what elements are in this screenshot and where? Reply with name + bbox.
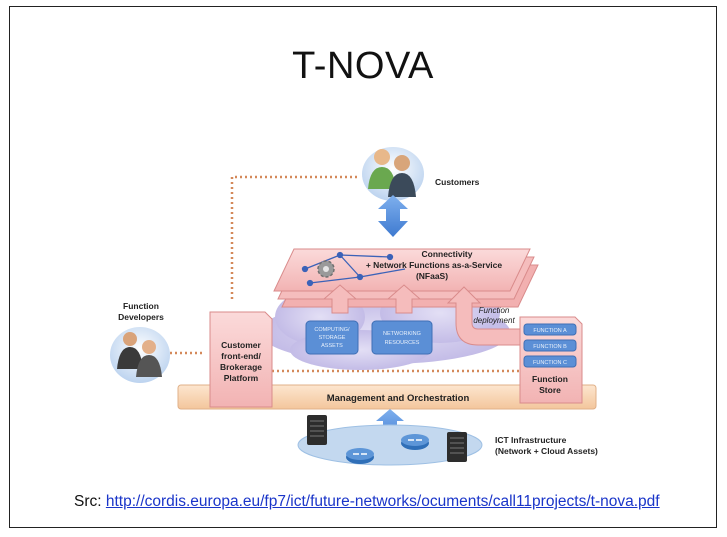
function-developers-label-1: Function: [123, 301, 159, 311]
networking-resources-box: [371, 320, 433, 355]
function-store-label-1: Function: [532, 374, 568, 384]
router-icon-2: [401, 434, 429, 450]
frontend-label-1: Customer: [221, 340, 261, 350]
customers-arrow: [378, 195, 408, 237]
dotted-connectors: [170, 175, 520, 373]
gear-icon: [317, 260, 335, 278]
computing-assets-box: [305, 320, 359, 355]
frontend-label-3: Brokerage: [220, 362, 262, 372]
computing-label-3: ASSETS: [321, 343, 343, 349]
slide: T-NOVA: [9, 6, 717, 528]
function-a-label: FUNCTION A: [533, 328, 567, 334]
networking-label-2: RESOURCES: [385, 340, 420, 346]
networking-label-1: NETWORKING: [383, 331, 421, 337]
customers-label: Customers: [435, 177, 480, 187]
function-deployment-label-1: Function: [479, 306, 510, 315]
frontend-platform: Customer front-end/ Brokerage Platform: [209, 311, 273, 408]
up-arrows: [322, 284, 422, 314]
source-line: Src: http://cordis.europa.eu/fp7/ict/fut…: [74, 493, 660, 511]
function-b-box: [523, 339, 577, 352]
function-deployment-label-2: deployment: [473, 316, 515, 325]
server-icon-2: [447, 432, 467, 462]
management-label: Management and Orchestration: [327, 393, 470, 404]
connectivity-label-2: + Network Functions as-a-Service: [366, 260, 503, 270]
function-c-box: [523, 355, 577, 368]
ict-label-1: ICT Infrastructure: [495, 435, 567, 445]
source-link[interactable]: http://cordis.europa.eu/fp7/ict/future-n…: [105, 493, 660, 510]
customers-icon: [362, 147, 424, 201]
ict-label-2: (Network + Cloud Assets): [495, 446, 598, 456]
connectivity-label-3: (NFaaS): [416, 271, 448, 281]
function-developers-label-2: Developers: [118, 312, 164, 322]
function-c-label: FUNCTION C: [533, 360, 567, 366]
source-prefix: Src:: [74, 493, 106, 510]
function-a-box: [523, 323, 577, 336]
slide-title: T-NOVA: [292, 45, 434, 87]
function-b-label: FUNCTION B: [533, 344, 567, 350]
frontend-label-2: front-end/: [221, 351, 261, 361]
management-bar: [177, 384, 597, 410]
computing-label-2: STORAGE: [319, 335, 346, 341]
function-store: FUNCTION A FUNCTION B FUNCTION C Functio…: [519, 316, 583, 404]
function-deployment-arrow: [446, 286, 523, 346]
ict-infrastructure: [297, 415, 483, 466]
router-icon: [346, 448, 374, 464]
computing-label-1: COMPUTING/: [314, 327, 350, 333]
connectivity-label-1: Connectivity: [421, 249, 472, 259]
server-icon: [307, 415, 327, 445]
function-developers-icon: [110, 327, 170, 383]
function-store-label-2: Store: [539, 385, 561, 395]
tnova-diagram: Customers: [110, 147, 598, 466]
frontend-label-4: Platform: [224, 373, 259, 383]
